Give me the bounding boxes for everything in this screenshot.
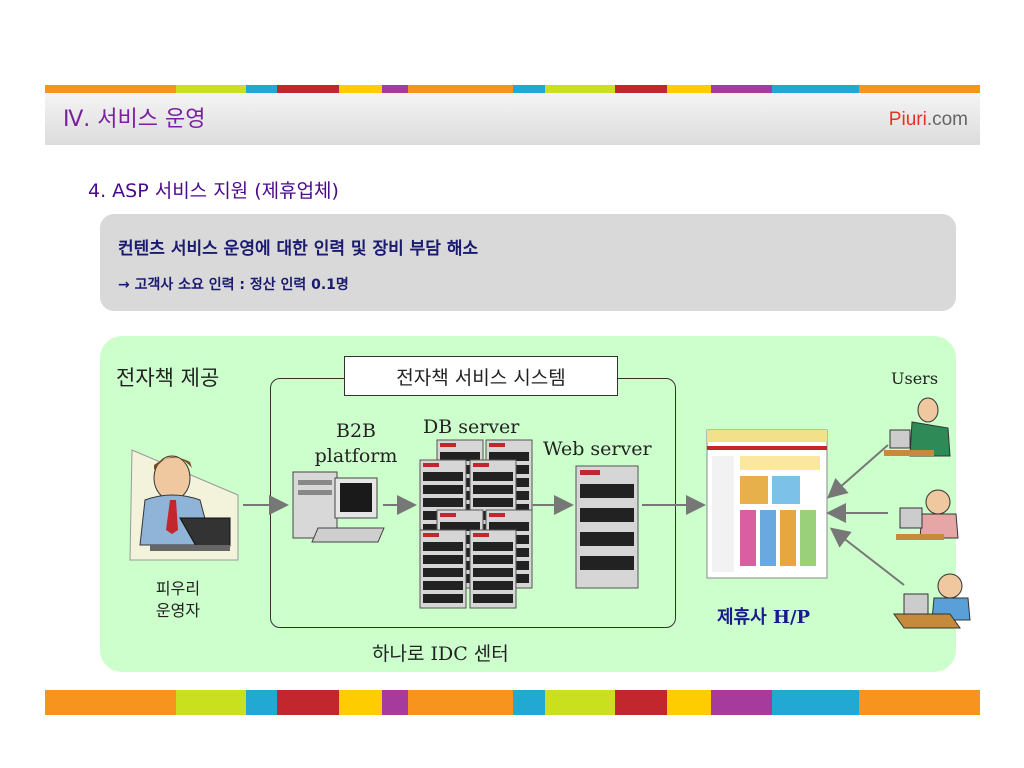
stripe-segment	[710, 690, 772, 715]
region-title: 전자책 제공	[116, 366, 220, 390]
stripe-segment	[710, 85, 772, 93]
summary-line-2: → 고객사 소요 인력 : 정산 인력 0.1명	[118, 277, 349, 293]
brand-logo: Piuri.com	[889, 109, 968, 131]
stripe-segment	[277, 690, 339, 715]
slide-title: Ⅳ. 서비스 운영	[63, 107, 206, 132]
top-color-stripe	[45, 85, 980, 93]
user-at-desk-icon	[893, 573, 971, 629]
stripe-segment	[513, 85, 545, 93]
businessman-laptop-icon	[129, 449, 239, 561]
stripe-segment	[277, 85, 339, 93]
idc-label: 하나로 IDC 센터	[372, 643, 509, 665]
stripe-segment	[382, 85, 409, 93]
stripe-segment	[382, 690, 409, 715]
db-server-label: DB server	[423, 416, 520, 438]
web-server-icon	[575, 465, 639, 589]
website-screenshot-icon	[706, 429, 828, 579]
stripe-segment	[338, 690, 383, 715]
b2b-label-line-1: B2B	[335, 420, 376, 442]
stripe-segment	[614, 690, 668, 715]
stripe-segment	[176, 690, 246, 715]
b2b-label-line-2: platform	[314, 445, 398, 467]
stripe-segment	[771, 690, 860, 715]
stripe-segment	[408, 85, 514, 93]
server-rack-icon	[419, 439, 533, 609]
brand-main: Piuri	[888, 109, 927, 130]
stripe-segment	[338, 85, 383, 93]
web-server-label: Web server	[543, 438, 652, 460]
stripe-segment	[245, 85, 278, 93]
stripe-segment	[544, 690, 615, 715]
stripe-segment	[859, 690, 980, 715]
stripe-segment	[176, 85, 246, 93]
summary-line-1: 컨텐츠 서비스 운영에 대한 인력 및 장비 부담 해소	[118, 239, 479, 259]
brand-suffix: .com	[926, 109, 968, 130]
stripe-segment	[245, 690, 278, 715]
stripe-segment	[771, 85, 860, 93]
summary-box: 컨텐츠 서비스 운영에 대한 인력 및 장비 부담 해소 → 고객사 소요 인력…	[100, 214, 956, 311]
user-at-desk-icon	[884, 397, 951, 457]
stripe-segment	[667, 85, 711, 93]
user-at-desk-icon	[896, 489, 959, 540]
stripe-segment	[544, 85, 615, 93]
right-arrow-icon	[243, 444, 905, 586]
stripe-segment	[614, 85, 668, 93]
users-label: Users	[891, 369, 939, 388]
bottom-color-stripe	[45, 690, 980, 715]
title-bar: Ⅳ. 서비스 운영 Piuri.com	[45, 93, 980, 145]
operator-label-line-2: 운영자	[155, 601, 201, 620]
section-heading: 4. ASP 서비스 지원 (제휴업체)	[88, 180, 339, 202]
system-title-box: 전자책 서비스 시스템	[344, 356, 618, 396]
operator-label-line-1: 피우리	[155, 579, 201, 598]
partner-homepage-label: 제휴사 H/P	[717, 607, 811, 628]
stripe-segment	[45, 690, 177, 715]
system-title: 전자책 서비스 시스템	[396, 367, 566, 389]
stripe-segment	[45, 85, 177, 93]
stripe-segment	[513, 690, 545, 715]
stripe-segment	[859, 85, 980, 93]
desktop-computer-icon	[292, 471, 385, 543]
stripe-segment	[408, 690, 514, 715]
stripe-segment	[667, 690, 711, 715]
